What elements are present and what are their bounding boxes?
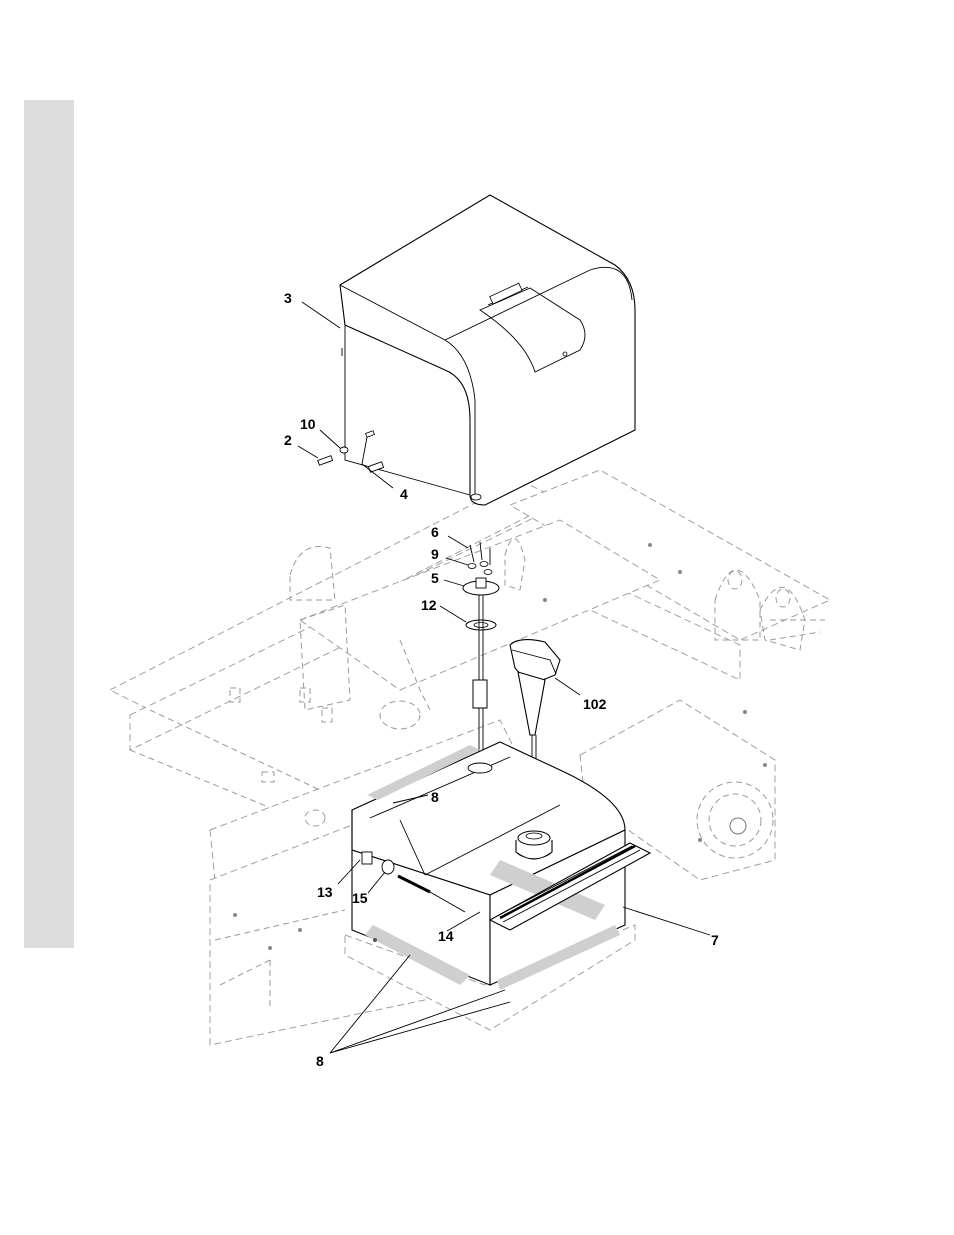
tank-cover [340, 195, 635, 505]
callout-8-top: 8 [431, 789, 439, 805]
callout-14: 14 [438, 928, 454, 944]
callout-13: 13 [317, 884, 333, 900]
callout-12: 12 [421, 597, 437, 613]
callout-10: 10 [300, 416, 316, 432]
callout-102: 102 [583, 696, 606, 712]
callout-4: 4 [400, 486, 408, 502]
callout-9: 9 [431, 546, 439, 562]
callout-6: 6 [431, 524, 439, 540]
callout-15: 15 [352, 890, 368, 906]
callout-3: 3 [284, 290, 292, 306]
callout-5: 5 [431, 570, 439, 586]
callout-2: 2 [284, 432, 292, 448]
callout-7: 7 [711, 932, 719, 948]
callout-8-bottom: 8 [316, 1053, 324, 1069]
